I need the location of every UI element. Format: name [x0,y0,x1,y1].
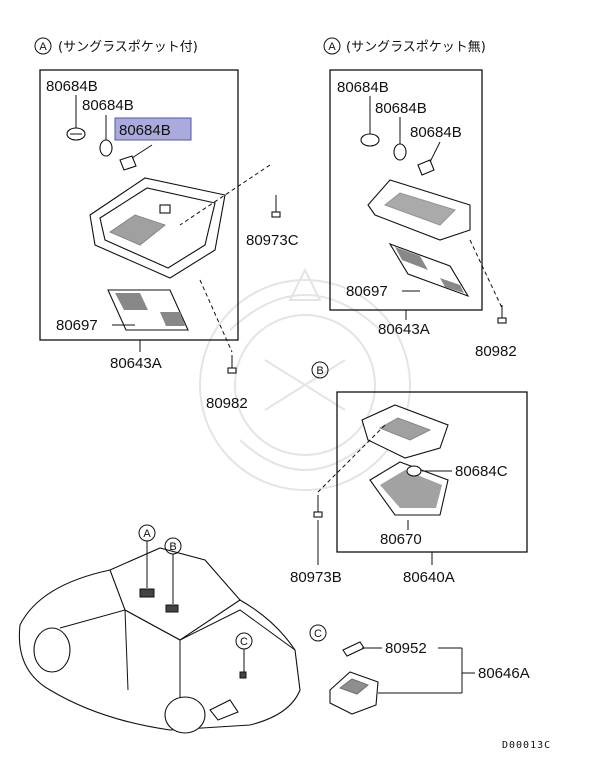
part-label-80684b-3[interactable]: 80684B [410,124,462,141]
part-label-80684b-highlighted[interactable]: 80684B [119,122,171,139]
part-label-80952[interactable]: 80952 [385,640,427,657]
bulb-icon [119,144,153,171]
marker-b-label: B [316,365,323,377]
part-label-80982-b[interactable]: 80982 [475,343,517,360]
marker-b-circle [311,361,329,379]
bulb-icon [360,96,380,147]
svg-text:C: C [240,636,248,648]
part-label-80684b-1[interactable]: 80684B [337,79,389,96]
part-label-80684b-2[interactable]: 80684B [82,97,134,114]
section-a-without-pocket: A (サングラスポケット無) 80684B 80684B 80684B 8069… [323,37,517,360]
highlight-box [114,117,192,141]
bulb-icon [342,641,365,657]
marker-a-label: A [328,41,336,53]
svg-text:B: B [169,541,176,553]
part-label-80697-b[interactable]: 80697 [346,283,388,300]
section-a-title-no-pocket: (サングラスポケット無) [346,40,486,55]
watermark-emblem [199,267,411,491]
marker-a-circle [323,37,341,55]
part-label-80684b-1[interactable]: 80684B [46,78,98,95]
housing-assembly-icon [89,177,226,279]
part-label-80973c[interactable]: 80973C [246,232,299,249]
car-illustration [18,547,301,734]
lens-icon [107,289,189,331]
part-label-80697-a[interactable]: 80697 [56,317,98,334]
marker-c-circle [309,624,327,642]
bulb-icon [99,115,113,157]
part-label-80643a-b[interactable]: 80643A [378,321,430,338]
section-b: B 80684C 80670 80973B 80640A [290,361,528,586]
section-a-title: (サングラスポケット付) [58,40,198,55]
screw-icon [227,355,237,374]
part-label-80643a-a[interactable]: 80643A [110,355,162,372]
lens-b-icon [369,461,449,516]
car-marker-c[interactable]: C [235,632,253,672]
section-c: C 80952 80646A [309,624,530,715]
screw-icon [313,495,323,518]
bulb-icon [406,465,422,477]
bulb-icon [417,141,441,176]
car-marker-b[interactable]: B [164,537,182,604]
marker-a-circle [34,37,52,55]
part-label-80640a[interactable]: 80640A [403,569,455,586]
part-label-80684c[interactable]: 80684C [455,463,508,480]
car-marker-a[interactable]: A [138,524,156,588]
part-label-80670[interactable]: 80670 [380,531,422,548]
bulb-icon [393,117,407,161]
part-label-80973b[interactable]: 80973B [290,569,342,586]
housing-assembly-icon [367,179,471,241]
part-label-80646a[interactable]: 80646A [478,665,530,682]
housing-c-icon [329,671,379,715]
lens-icon [388,242,470,298]
svg-text:A: A [143,528,151,540]
section-a-box [39,69,239,341]
bulb-icon [66,95,86,141]
screw-icon [271,195,281,218]
part-label-80982-a[interactable]: 80982 [206,395,248,412]
marker-a-label: A [39,41,47,53]
marker-c-label: C [314,628,322,640]
part-label-80684b-2[interactable]: 80684B [375,100,427,117]
screw-icon [497,305,507,324]
housing-b-icon [361,404,449,459]
section-a-with-pocket: A (サングラスポケット付) 80684B 80684B 80684B [34,37,299,412]
diagram-code: D00013C [502,740,551,751]
